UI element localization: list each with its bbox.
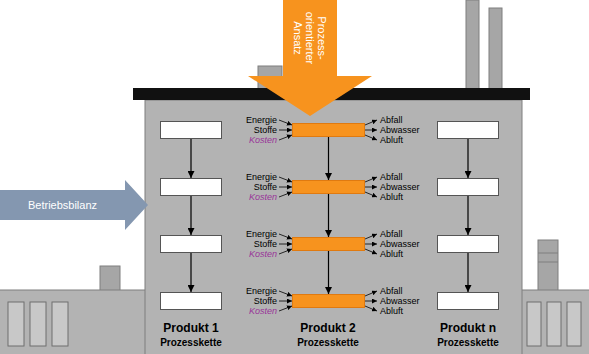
column-label: Prozesskette — [278, 337, 378, 349]
arrow-body — [248, 0, 372, 116]
input-label: Stoffe — [217, 182, 277, 192]
process-step — [292, 294, 365, 308]
process-step — [437, 292, 499, 310]
window — [567, 302, 581, 346]
node-text: Prozess- orientierter Ansatz — [292, 2, 328, 74]
input-label: Kosten — [217, 249, 277, 259]
input-label: Stoffe — [217, 296, 277, 306]
output-label: Abluft — [380, 306, 440, 316]
arrow-body — [0, 180, 148, 230]
output-label: Abwasser — [380, 296, 440, 306]
process-step — [160, 121, 222, 139]
window — [30, 302, 46, 346]
flow-arrow — [190, 139, 191, 178]
output-label: Abluft — [380, 135, 440, 145]
input-label: Kosten — [217, 192, 277, 202]
column-label: Produkt n — [418, 321, 518, 335]
process-step — [437, 235, 499, 253]
column-label: Produkt 1 — [141, 321, 241, 335]
process-step — [160, 292, 222, 310]
chimney — [466, 0, 479, 90]
process-step — [292, 123, 365, 137]
flow-arrow — [467, 139, 468, 178]
left-wing — [0, 290, 148, 354]
io-arrows — [279, 291, 377, 311]
flow-arrow — [190, 196, 191, 235]
tower-line — [538, 253, 558, 254]
balance-arrow: Betriebsbilanz — [0, 180, 148, 230]
input-label: Energie — [217, 286, 277, 296]
output-label: Abluft — [380, 192, 440, 202]
window — [8, 302, 24, 346]
chimney — [489, 8, 502, 90]
window — [547, 302, 561, 346]
flow-arrow — [328, 194, 329, 237]
input-label: Energie — [217, 172, 277, 182]
flow-arrow — [328, 251, 329, 294]
tower-line — [538, 262, 558, 263]
column-label: Produkt 2 — [278, 321, 378, 335]
factory-body — [145, 100, 522, 354]
column-label: Prozesskette — [418, 337, 518, 349]
input-label: Stoffe — [217, 239, 277, 249]
process-step — [160, 235, 222, 253]
window — [527, 302, 541, 346]
output-label: Abwasser — [380, 239, 440, 249]
column-label: Prozesskette — [141, 337, 241, 349]
process-step — [292, 237, 365, 251]
input-label: Energie — [217, 229, 277, 239]
output-label: Abfall — [380, 115, 440, 125]
process-step — [437, 178, 499, 196]
input-label: Stoffe — [217, 125, 277, 135]
input-label: Kosten — [217, 135, 277, 145]
flow-arrow — [328, 137, 329, 180]
process-step — [437, 121, 499, 139]
output-label: Abluft — [380, 249, 440, 259]
process-step — [292, 180, 365, 194]
flow-arrow — [190, 253, 191, 292]
flow-arrow — [467, 196, 468, 235]
output-label: Abfall — [380, 229, 440, 239]
output-label: Abwasser — [380, 182, 440, 192]
flow-arrow — [467, 253, 468, 292]
right-wing — [520, 290, 589, 354]
approach-arrow: Prozess- orientierter Ansatz — [248, 0, 372, 116]
wing-stub — [100, 266, 120, 292]
output-label: Abfall — [380, 172, 440, 182]
node-text: Betriebsbilanz — [0, 190, 125, 220]
output-label: Abfall — [380, 286, 440, 296]
side-tower — [538, 240, 558, 292]
process-step — [160, 178, 222, 196]
input-label: Kosten — [217, 306, 277, 316]
window — [52, 302, 68, 346]
output-label: Abwasser — [380, 125, 440, 135]
input-label: Energie — [217, 115, 277, 125]
